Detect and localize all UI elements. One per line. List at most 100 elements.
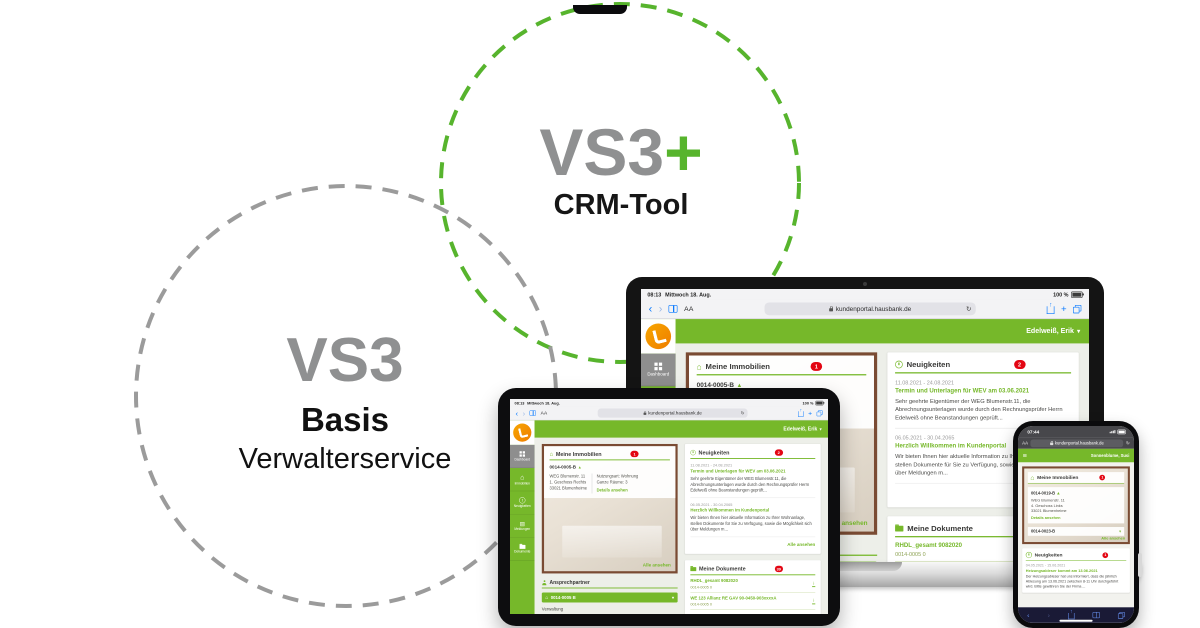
home-indicator[interactable] — [1059, 619, 1093, 622]
news-body: Wir bieten Ihnen hier aktuelle Informati… — [690, 515, 812, 532]
app-body: Dashboard ⌂ Immobilien ! Neuigkeiten ▤ M… — [510, 420, 828, 614]
property-photo — [562, 525, 662, 558]
dashboard-content: ⌂ Meine Immobilien 1 0014-0005-B ▴ — [535, 438, 828, 614]
unit-toggle[interactable]: 0014-0005-B ▴ — [697, 382, 867, 389]
status-time: 08:13 — [514, 400, 525, 406]
news-title-link[interactable]: Herzlich Willkommen im Kundenportal — [895, 442, 1007, 450]
alle-ansehen-link[interactable]: Alle ansehen — [1101, 535, 1126, 541]
forward-icon[interactable]: › — [658, 302, 663, 315]
clock-icon — [895, 360, 903, 369]
unit-toggle[interactable]: 0014-0005-B ▴ — [550, 465, 670, 470]
forward-icon[interactable]: › — [1047, 611, 1050, 619]
forward-icon[interactable]: › — [522, 408, 526, 418]
status-time: 08:13 — [647, 291, 662, 298]
alle-ansehen-link[interactable]: Alle ansehen — [787, 542, 816, 548]
document-name-link[interactable]: RHDL_gesamt 9082020 — [690, 578, 738, 584]
bookmarks-icon[interactable] — [668, 305, 678, 313]
sidebar-item-neuigkeiten[interactable]: ! Neuigkeiten — [510, 491, 535, 515]
house-icon: ⌂ — [549, 450, 554, 458]
dashboard-icon — [654, 362, 663, 371]
details-ansehen-link[interactable]: Details ansehen — [1030, 515, 1061, 521]
sidebar-item-dashboard[interactable]: Dashboard — [641, 353, 676, 387]
news-title-link[interactable]: Termin und Unterlagen für WEV am 03.06.2… — [690, 468, 786, 474]
immobilien-panel: ⌂ Meine Immobilien 1 0014-0005-B ▴ — [544, 446, 676, 499]
document-sub: 0014-0005 0 — [690, 602, 713, 607]
house-icon: ⌂ — [545, 594, 549, 601]
user-name: Edelweiß, Erik — [783, 426, 818, 432]
address-bar[interactable]: kundenportal.hausbank.de ↻ — [764, 302, 976, 316]
main-area: Edelweiß, Erik ▾ ⌂ Meine Immobilien 1 — [534, 420, 828, 614]
unit-toggle[interactable]: 0014-0019-B ▴ — [1031, 490, 1121, 496]
hamburger-icon[interactable]: ≡ — [1022, 451, 1027, 460]
address-bar[interactable]: kundenportal.hausbank.de ↻ — [597, 408, 748, 418]
news-title-link[interactable]: Herzlich Willkommen im Kundenportal — [690, 508, 770, 514]
news-title-link[interactable]: Termin und Unterlagen für WEV am 03.06.2… — [895, 387, 1030, 395]
reload-icon[interactable]: ↻ — [966, 305, 972, 313]
bookmarks-icon[interactable] — [1092, 611, 1100, 619]
crm-tool-label: CRM-Tool — [553, 189, 689, 222]
dokumente-badge: 39 — [774, 565, 783, 573]
document-name-link[interactable]: RHDL_gesamt 9082020 — [895, 541, 962, 549]
share-icon[interactable] — [798, 411, 804, 417]
status-date: Mittwoch 18. Aug. — [527, 400, 560, 406]
download-icon[interactable]: ↓ — [811, 597, 816, 605]
sidebar-label: Immobilien — [514, 481, 530, 486]
new-tab-icon[interactable]: + — [808, 409, 813, 417]
unit-id: 0014-0023-B — [1030, 529, 1056, 534]
sidebar-item-dashboard[interactable]: Dashboard — [510, 444, 535, 469]
share-icon[interactable] — [1068, 612, 1075, 620]
immobilien-title: Meine Immobilien — [555, 450, 602, 458]
property-select[interactable]: ⌂0014-0005 B ▾ — [541, 592, 678, 603]
sidebar-item-immobilien[interactable]: ⌂ Immobilien — [510, 468, 535, 492]
new-tab-icon[interactable]: + — [1060, 303, 1067, 315]
unit-toggle[interactable]: 0014-0023-B ▾ — [1027, 527, 1125, 537]
vs3-plus-label: VS3+ CRM-Tool — [440, 115, 802, 222]
details-ansehen-link[interactable]: Details ansehen — [596, 488, 628, 493]
address-bar[interactable]: kundenportal.hausbank.de — [1030, 439, 1124, 447]
text-size-button[interactable]: AA — [1022, 440, 1029, 446]
reload-icon[interactable]: ↻ — [740, 410, 745, 416]
chevron-down-icon: ▾ — [1119, 530, 1122, 534]
neuigkeiten-title: Neuigkeiten — [698, 449, 730, 456]
document-row: RHDL_gesamt 9082020 0014-0005 0 ↓ — [690, 575, 816, 593]
text-size-button[interactable]: AA — [540, 410, 548, 416]
neuigkeiten-badge: 1 — [1102, 552, 1109, 558]
sidebar-label: Dokumente — [514, 550, 531, 554]
user-menu[interactable]: Edelweiß, Erik ▾ — [1026, 327, 1080, 335]
unit-address: WEG Blumenstr. 11 1. Geschoss Rechts 330… — [550, 473, 593, 494]
share-icon[interactable] — [1046, 306, 1055, 314]
back-icon[interactable]: ‹ — [648, 302, 653, 315]
user-menu[interactable]: Edelweiß, Erik ▾ — [783, 426, 821, 431]
tabs-icon[interactable] — [1118, 611, 1125, 619]
bookmarks-icon[interactable] — [529, 410, 537, 416]
battery-percent: 100 % — [802, 400, 814, 406]
tabs-icon[interactable] — [1073, 304, 1082, 313]
unit-details: Nutzungsart: Wohnung Ganze Räume: 3 Deta… — [596, 473, 639, 493]
document-sub: 0014-0005 0 — [690, 584, 713, 590]
sidebar-item-meldungen[interactable]: ▤ Meldungen — [510, 514, 535, 538]
sidebar-label: Dashboard — [514, 458, 531, 462]
reload-icon[interactable]: ↻ — [1125, 440, 1130, 446]
house-icon: ⌂ — [696, 361, 702, 372]
alle-ansehen-link[interactable]: Alle ansehen — [828, 520, 868, 528]
folder-icon — [895, 524, 904, 532]
back-icon[interactable]: ‹ — [1027, 611, 1030, 619]
neuigkeiten-title: Neuigkeiten — [906, 360, 951, 369]
immobilien-title: Meine Immobilien — [705, 361, 770, 371]
plus-text: + — [664, 115, 703, 189]
text-size-button[interactable]: AA — [684, 305, 694, 313]
lock-icon — [1050, 440, 1054, 445]
sidebar-item-dokumente[interactable]: Dokumente — [510, 538, 535, 561]
user-menu[interactable]: Sonnenblume, Susi — [1090, 453, 1130, 458]
alle-ansehen-link[interactable]: Alle ansehen — [642, 563, 671, 568]
download-icon[interactable]: ↓ — [811, 580, 816, 588]
folder-icon — [519, 543, 526, 549]
news-title-link[interactable]: Heizungsableser kommt am 13.06.2021 — [1025, 568, 1098, 574]
document-name-link[interactable]: WE 123 Allianz RE GAV 90-0450-903xxxxA — [690, 595, 777, 601]
phone-notch — [573, 5, 627, 14]
back-icon[interactable]: ‹ — [515, 408, 519, 418]
tabs-icon[interactable] — [816, 410, 823, 417]
app-header: Edelweiß, Erik ▾ — [675, 319, 1089, 344]
